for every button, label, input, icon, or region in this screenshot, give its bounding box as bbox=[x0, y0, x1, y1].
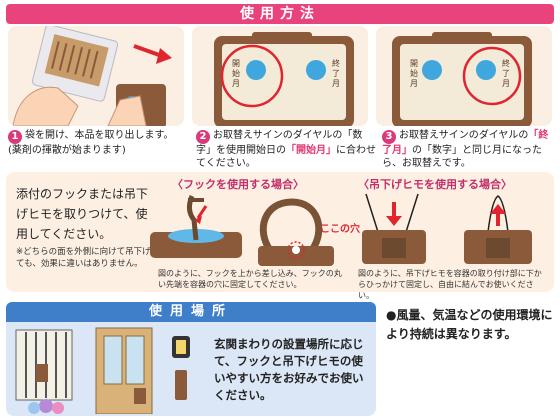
hook-caption: 図のように、フックを上から差し込み、フックの丸い先端を容器の穴に固定してください… bbox=[158, 269, 342, 289]
location-text: 玄関まわりの設置場所に応じて、フックと吊下げヒモの使いやすい方をお好みでお使いく… bbox=[214, 337, 364, 402]
string-caption: 図のように、吊下げヒモを容器の取り付け部に下からひっかけて固定し、自由に結んでお… bbox=[358, 269, 542, 300]
attach-panel: 添付のフックまたは吊下げヒモを取りつけて、使用してください。 ※どちらの面を外側… bbox=[6, 172, 554, 300]
end-month-highlight: 「終了月」 bbox=[382, 130, 549, 156]
step1-number: 1 bbox=[8, 130, 22, 144]
svg-text:終 了 月: 終 了 月 bbox=[332, 58, 343, 88]
step1-illustration bbox=[8, 26, 184, 126]
hole-label: ここの穴 bbox=[320, 224, 360, 235]
svg-text:終 了 月: 終 了 月 bbox=[502, 58, 513, 88]
open-package-illustration bbox=[12, 26, 172, 126]
location-panel: 使用場所 玄関まわりの設置場所に応じて、フックと吊下げヒモの使いやすい方をお好み… bbox=[6, 302, 376, 416]
attach-note: ※どちらの面を外側に向けて吊下げても、効果に違いはありません。 bbox=[16, 247, 151, 269]
hook-illustration bbox=[150, 195, 334, 266]
step2-illustration: 開 始 月 終 了 月 bbox=[192, 26, 368, 126]
svg-text:開 始 月: 開 始 月 bbox=[410, 59, 421, 88]
step3-number: 3 bbox=[382, 130, 396, 144]
hook-heading: 〈フックを使用する場合〉 bbox=[172, 178, 304, 191]
dial-start-illustration: 開 始 月 終 了 月 bbox=[214, 32, 354, 126]
entrance-illustration bbox=[15, 327, 190, 414]
start-month-highlight: 「開始月」 bbox=[286, 145, 336, 156]
svg-text:開 始 月: 開 始 月 bbox=[232, 59, 243, 88]
dial-end-illustration: 開 始 月 終 了 月 bbox=[392, 32, 532, 126]
step2-number: 2 bbox=[196, 130, 210, 144]
step3-illustration: 開 始 月 終 了 月 bbox=[376, 26, 552, 126]
location-title: 使用場所 bbox=[148, 304, 233, 319]
attach-main-text: 添付のフックまたは吊下げヒモを取りつけて、使用してください。 bbox=[16, 187, 149, 241]
dial-start-c1: 開 bbox=[232, 59, 240, 68]
string-heading: 〈吊下げヒモを使用する場合〉 bbox=[358, 178, 512, 191]
usage-header: 使用方法 bbox=[6, 4, 554, 24]
usage-title: 使用方法 bbox=[240, 6, 320, 22]
string-illustration bbox=[362, 193, 532, 264]
durability-note: ●風量、気温などの使用環境により持続は異なります。 bbox=[386, 308, 553, 341]
location-header: 使用場所 bbox=[6, 302, 376, 322]
